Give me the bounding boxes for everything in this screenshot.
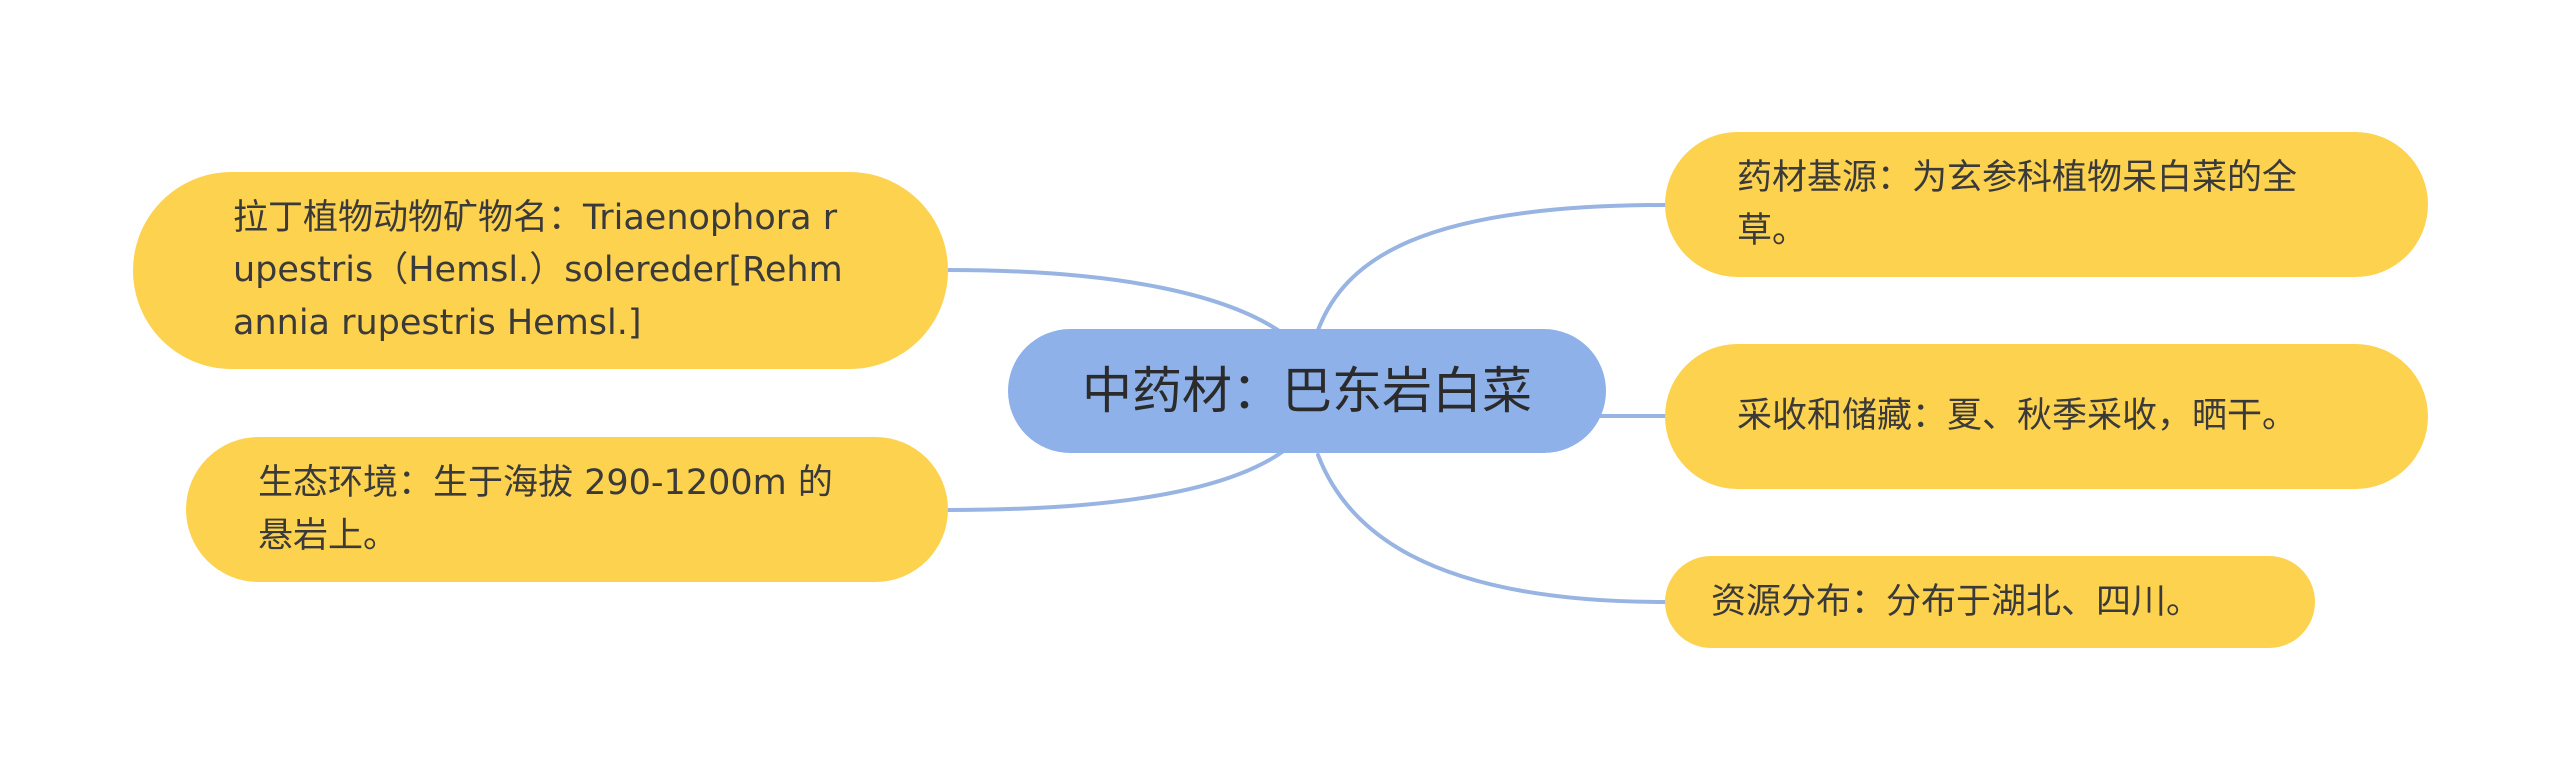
connector-to-latin-name: [946, 268, 1287, 337]
connector-to-source: [1316, 203, 1667, 332]
topic-harvest[interactable]: 采收和储藏：夏、秋季采收，晒干。: [1665, 344, 2428, 489]
central-topic-label: 中药材：巴东岩白菜: [1082, 361, 1532, 420]
topic-distribution[interactable]: 资源分布：分布于湖北、四川。: [1665, 556, 2315, 648]
connector-to-habitat: [946, 448, 1287, 512]
topic-source[interactable]: 药材基源：为玄参科植物呆白菜的全草。: [1665, 132, 2428, 277]
topic-latin-name[interactable]: 拉丁植物动物矿物名：Triaenophora rupestris（Hemsl.）…: [133, 172, 948, 369]
topic-distribution-text: 资源分布：分布于湖北、四川。: [1711, 581, 2202, 622]
topic-habitat[interactable]: 生态环境：生于海拔 290-1200m 的悬岩上。: [186, 437, 948, 582]
topic-source-text: 药材基源：为玄参科植物呆白菜的全草。: [1737, 158, 2298, 251]
topic-latin-name-text: 拉丁植物动物矿物名：Triaenophora rupestris（Hemsl.）…: [233, 197, 843, 343]
central-topic[interactable]: 中药材：巴东岩白菜: [1008, 329, 1606, 453]
topic-harvest-text: 采收和储藏：夏、秋季采收，晒干。: [1737, 396, 2298, 437]
connector-to-distribution: [1316, 453, 1667, 604]
topic-habitat-text: 生态环境：生于海拔 290-1200m 的悬岩上。: [258, 463, 833, 556]
